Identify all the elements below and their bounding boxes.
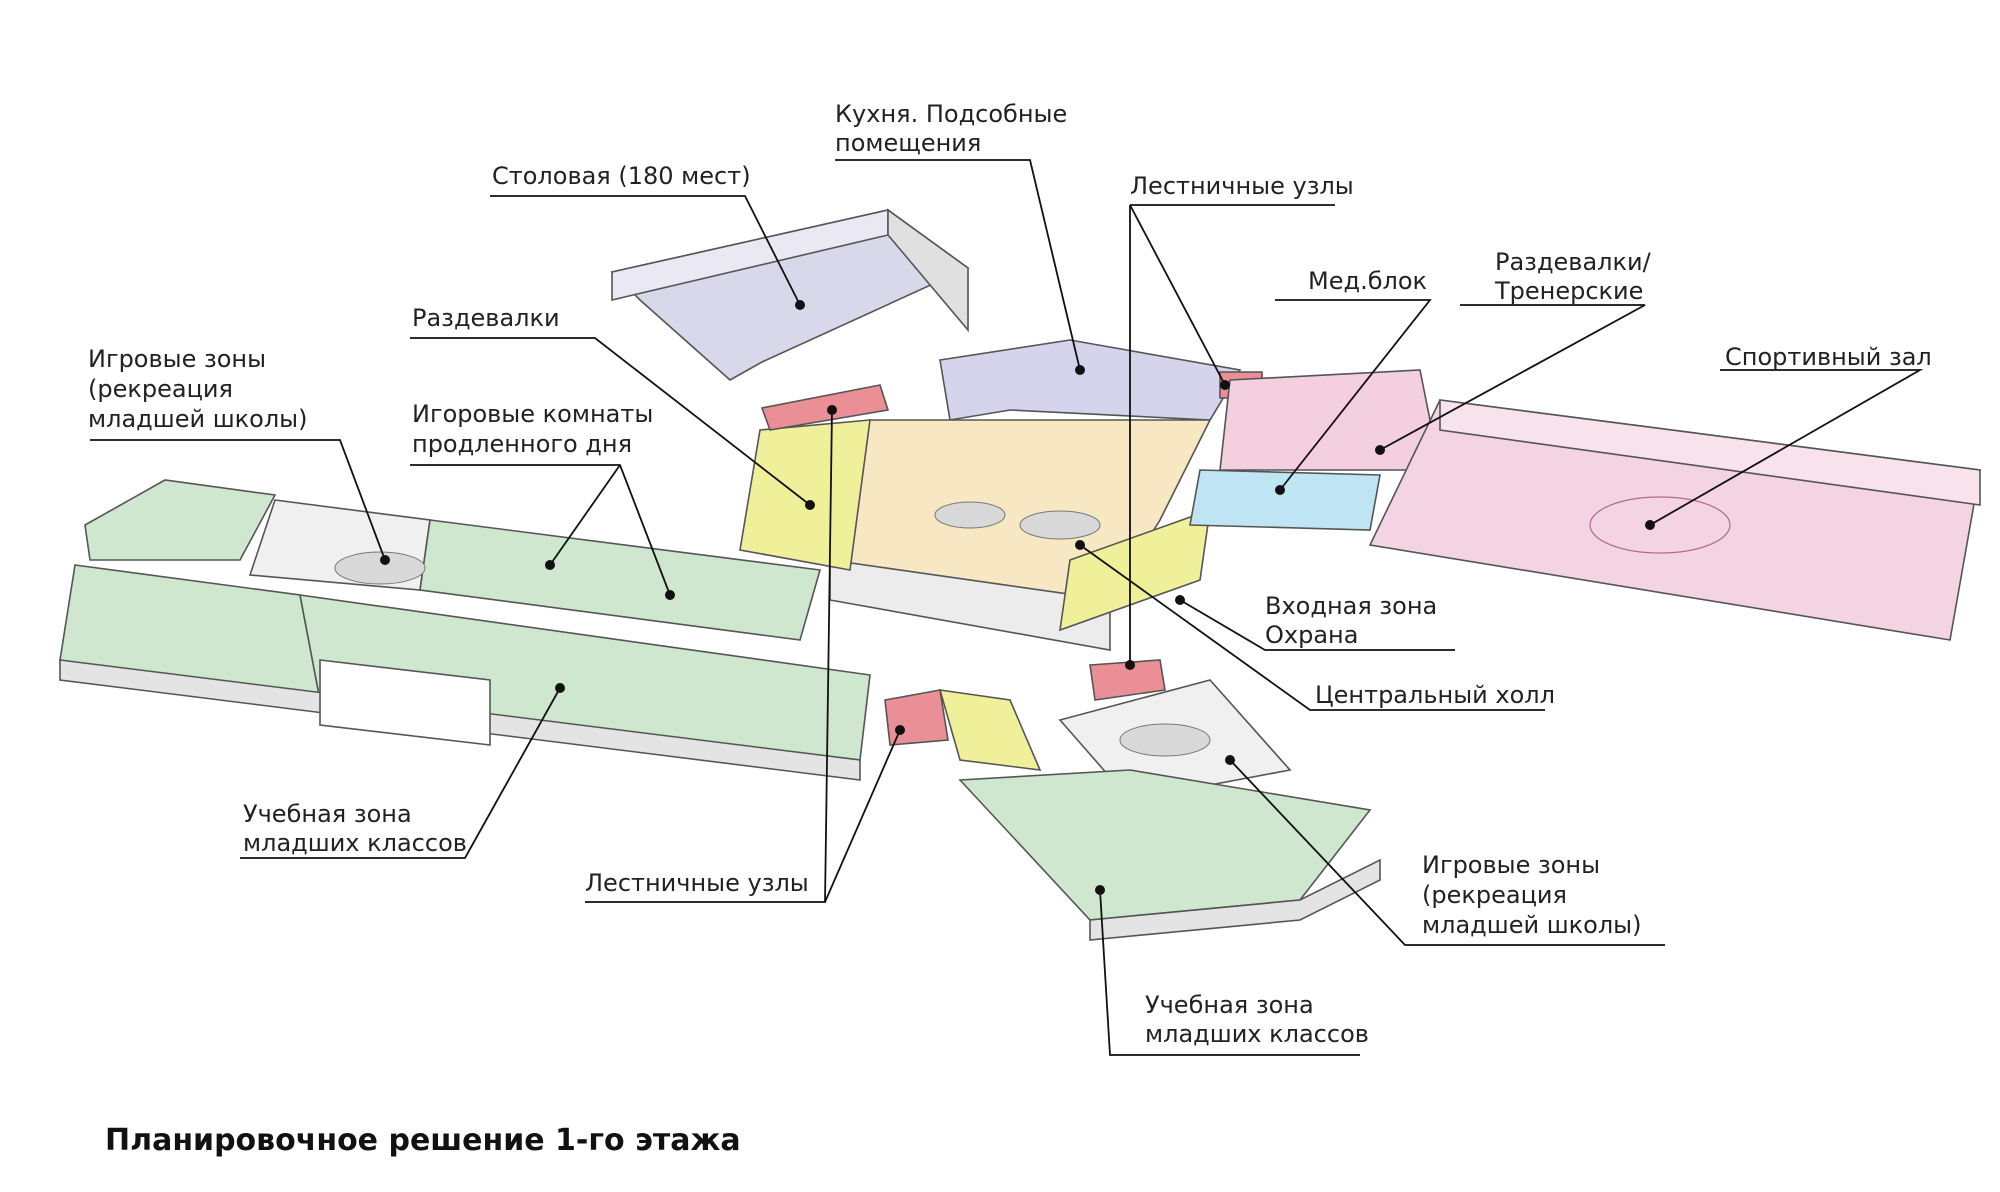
- leader-play-rooms-b: [549, 464, 621, 566]
- stair-zone-right: [1059, 508, 1211, 632]
- leader-lockers: [410, 337, 811, 506]
- leader-dot-play-left: [380, 555, 390, 565]
- label-play-zones-left-line1: Игровые зоны: [88, 345, 266, 373]
- label-lockers: Раздевалки: [412, 304, 560, 332]
- label-canteen: Столовая (180 мест): [492, 162, 751, 190]
- southeast-wing-classrooms: [958, 769, 1372, 921]
- label-study-right-line2: младших классов: [1145, 1020, 1369, 1048]
- label-study-left-line1: Учебная зона: [243, 800, 412, 828]
- leader-dot-play-rooms-b: [545, 560, 555, 570]
- label-play-zones-right-line2: (рекреация: [1422, 881, 1567, 909]
- stair-zone-bottom: [938, 689, 1042, 771]
- label-lockers-coach-line2: Тренерские: [1494, 277, 1643, 305]
- leader-lines: [90, 159, 1924, 1056]
- stair-core-red-bottom: [884, 689, 949, 746]
- leader-dot-stairs-bottom-a: [827, 405, 837, 415]
- leader-dot-entrance: [1175, 595, 1185, 605]
- leader-stairs-bottom-b: [824, 729, 901, 903]
- central-hall-furniture-1: [934, 501, 1006, 529]
- label-entrance-line2: Охрана: [1265, 621, 1358, 649]
- leader-study-right: [1099, 889, 1360, 1056]
- leader-central-hall: [1079, 544, 1545, 711]
- leader-dot-central-hall: [1075, 540, 1085, 550]
- leader-study-left: [240, 687, 561, 859]
- leader-dot-canteen: [795, 300, 805, 310]
- kitchen-block: [939, 339, 1242, 421]
- label-play-rooms-line2: продленного дня: [412, 430, 632, 458]
- label-med-block: Мед.блок: [1308, 267, 1427, 295]
- stair-core-red-entry: [1089, 659, 1166, 701]
- label-play-zones-right-line3: младшей школы): [1422, 911, 1642, 939]
- sports-court-circle: [1589, 496, 1731, 554]
- play-zone-right-furniture: [1119, 723, 1211, 757]
- label-kitchen-line1: Кухня. Подсобные: [835, 100, 1067, 128]
- leader-dot-play-right: [1225, 755, 1235, 765]
- label-play-rooms-line1: Игоровые комнаты: [412, 400, 653, 428]
- label-play-zones-left-line2: (рекреация: [88, 375, 233, 403]
- label-entrance-line1: Входная зона: [1265, 592, 1437, 620]
- southeast-wing-front-wall: [1089, 858, 1381, 941]
- leader-kitchen: [835, 159, 1081, 371]
- label-stair-nodes-bottom: Лестничные узлы: [585, 869, 809, 897]
- leader-dot-lockers-coach: [1375, 445, 1385, 455]
- leader-dot-stairs-top-a: [1220, 380, 1230, 390]
- leader-dot-stairs-top-b: [1125, 660, 1135, 670]
- leader-med: [1275, 299, 1432, 491]
- leader-dot-lockers: [805, 500, 815, 510]
- leader-dot-kitchen: [1075, 365, 1085, 375]
- leader-dot-stairs-bottom-b: [895, 725, 905, 735]
- label-sports-hall: Спортивный зал: [1725, 343, 1932, 371]
- leader-sports: [1649, 369, 1924, 526]
- leader-dot-med: [1275, 485, 1285, 495]
- label-kitchen-line2: помещения: [835, 129, 981, 157]
- leader-dot-sports: [1645, 520, 1655, 530]
- locker-rooms-blue: [1189, 469, 1381, 531]
- leader-entrance: [1179, 599, 1455, 651]
- building-massing: [59, 208, 1981, 941]
- leader-dot-study-left: [555, 683, 565, 693]
- medical-block: [1219, 369, 1441, 471]
- label-lockers-coach-line1: Раздевалки/: [1495, 248, 1652, 276]
- leader-canteen: [490, 195, 801, 306]
- west-wing-play-zone: [84, 479, 277, 561]
- leader-lockers-coach: [1379, 304, 1646, 451]
- stair-core-red-top: [760, 384, 890, 431]
- leader-dot-play-rooms-a: [665, 590, 675, 600]
- leader-play-right: [1229, 759, 1665, 946]
- zone-labels: Столовая (180 мест) Кухня. Подсобные пом…: [88, 100, 1932, 1158]
- diagram-title: Планировочное решение 1-го этажа: [105, 1123, 741, 1158]
- label-stair-nodes-top: Лестничные узлы: [1130, 172, 1354, 200]
- stair-zone-left: [739, 419, 871, 571]
- label-play-zones-right-line1: Игровые зоны: [1422, 851, 1600, 879]
- leader-dot-study-right: [1095, 885, 1105, 895]
- label-play-zones-left-line3: младшей школы): [88, 405, 308, 433]
- label-central-hall: Центральный холл: [1315, 681, 1555, 709]
- sports-hall-back-wall: [1439, 399, 1981, 506]
- leader-stairs-top-a: [1129, 204, 1226, 386]
- label-study-left-line2: младших классов: [243, 829, 467, 857]
- leader-play-left: [90, 439, 386, 561]
- west-wing-small-rooms: [319, 659, 491, 746]
- dining-wing-side-wall: [887, 208, 969, 333]
- play-zone-left-furniture: [334, 551, 426, 585]
- label-study-right-line1: Учебная зона: [1145, 991, 1314, 1019]
- central-hall-furniture-2: [1019, 510, 1101, 540]
